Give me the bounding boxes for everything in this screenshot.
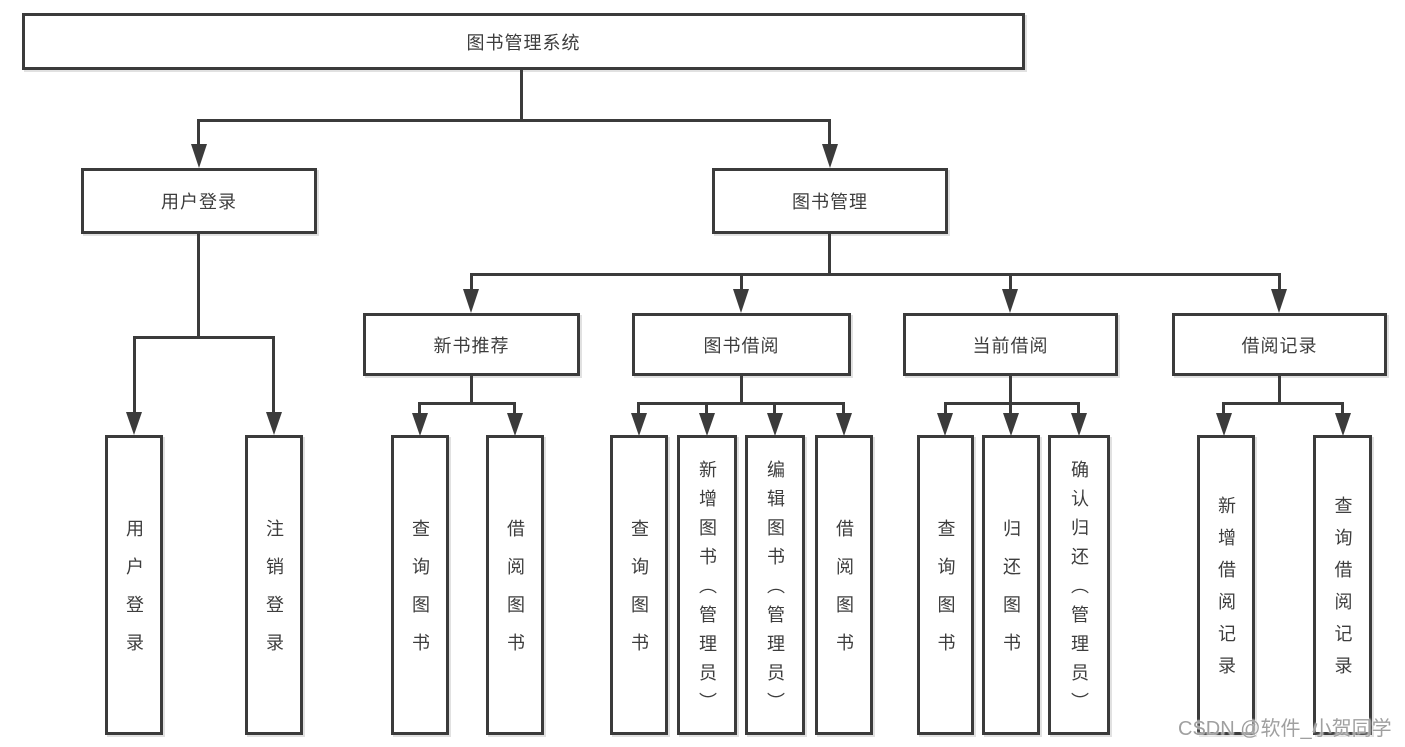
arrowhead-new-book-recommend xyxy=(463,289,479,313)
leaf-br-query-record-label: 查询借阅记录 xyxy=(1332,496,1353,688)
arrowhead-user-login xyxy=(191,144,207,168)
arrowhead-nb-query xyxy=(412,413,428,436)
connector-br-drop xyxy=(1278,376,1281,402)
node-book-borrowing: 图书借阅 xyxy=(632,313,851,376)
connector-to-bb-edit xyxy=(773,402,776,414)
connector-to-book-management xyxy=(828,119,831,146)
leaf-nb-query-books: 查询图书 xyxy=(391,435,449,735)
leaf-bb-add-books-admin-label: 新增图书（管理员） xyxy=(697,460,717,721)
leaf-login: 用户登录 xyxy=(105,435,163,735)
connector-to-cb-confirm xyxy=(1077,402,1080,414)
connector-to-nb-query xyxy=(418,402,421,414)
leaf-cb-return-books-label: 归还图书 xyxy=(1001,519,1021,671)
arrowhead-br-query xyxy=(1335,413,1351,436)
arrowhead-leaf-logout xyxy=(266,412,282,435)
connector-to-leaf-login xyxy=(133,336,136,413)
leaf-logout: 注销登录 xyxy=(245,435,303,735)
leaf-cb-query-books-label: 查询图书 xyxy=(935,519,956,671)
connector-user-login-drop xyxy=(197,234,200,336)
connector-book-management-drop xyxy=(828,234,831,273)
leaf-bb-query-books-label: 查询图书 xyxy=(629,519,649,671)
leaf-login-label: 用户登录 xyxy=(124,519,144,671)
leaf-bb-query-books: 查询图书 xyxy=(610,435,668,735)
connector-to-current-borrowing xyxy=(1009,273,1012,291)
connector-to-borrowing-records xyxy=(1278,273,1281,291)
connector-bb-drop xyxy=(740,376,743,402)
node-current-borrowing: 当前借阅 xyxy=(903,313,1118,376)
arrowhead-bb-query xyxy=(631,413,647,436)
connector-to-br-query xyxy=(1341,402,1344,414)
connector-br-bus xyxy=(1222,402,1342,405)
connector-nb-bus xyxy=(418,402,516,405)
leaf-nb-borrow-books: 借阅图书 xyxy=(486,435,544,735)
arrowhead-br-add xyxy=(1216,413,1232,436)
node-book-management-label: 图书管理 xyxy=(792,192,868,212)
connector-to-br-add xyxy=(1222,402,1225,414)
leaf-nb-query-books-label: 查询图书 xyxy=(410,519,430,671)
connector-to-leaf-logout xyxy=(272,336,275,413)
connector-cb-drop xyxy=(1009,376,1012,402)
node-book-borrowing-label: 图书借阅 xyxy=(703,335,780,356)
connector-level2-bus xyxy=(470,273,1281,276)
connector-to-cb-return xyxy=(1009,402,1012,414)
arrowhead-nb-borrow xyxy=(507,413,523,436)
connector-to-nb-borrow xyxy=(513,402,516,414)
node-new-book-recommend: 新书推荐 xyxy=(363,313,580,376)
node-borrowing-records-label: 借阅记录 xyxy=(1241,335,1318,356)
connector-to-book-borrowing xyxy=(740,273,743,291)
node-new-book-recommend-label: 新书推荐 xyxy=(433,335,510,356)
leaf-cb-confirm-return-admin: 确认归还（管理员） xyxy=(1048,435,1110,735)
arrowhead-current-borrowing xyxy=(1002,289,1018,313)
connector-nb-drop xyxy=(470,376,473,402)
arrowhead-borrowing-records xyxy=(1271,289,1287,313)
leaf-bb-add-books-admin: 新增图书（管理员） xyxy=(677,435,737,735)
connector-to-user-login xyxy=(197,119,200,146)
arrowhead-cb-return xyxy=(1003,413,1019,436)
connector-bb-bus xyxy=(637,402,844,405)
leaf-br-add-record: 新增借阅记录 xyxy=(1197,435,1255,735)
arrowhead-bb-add xyxy=(699,413,715,436)
leaf-bb-edit-books-admin-label: 编辑图书（管理员） xyxy=(765,460,785,721)
leaf-cb-query-books: 查询图书 xyxy=(917,435,974,735)
connector-to-new-book-recommend xyxy=(470,273,473,291)
connector-to-bb-add xyxy=(705,402,708,414)
node-borrowing-records: 借阅记录 xyxy=(1172,313,1387,376)
arrowhead-cb-query xyxy=(937,413,953,436)
arrowhead-book-management xyxy=(822,144,838,168)
leaf-bb-edit-books-admin: 编辑图书（管理员） xyxy=(745,435,805,735)
arrowhead-bb-borrow xyxy=(836,413,852,436)
leaf-bb-borrow-books-label: 借阅图书 xyxy=(834,519,854,671)
connector-to-cb-query xyxy=(944,402,947,414)
connector-level1-bus xyxy=(198,119,831,122)
arrowhead-leaf-login xyxy=(126,412,142,435)
connector-to-bb-query xyxy=(637,402,640,414)
connector-root-drop xyxy=(520,70,523,119)
leaf-logout-label: 注销登录 xyxy=(264,519,284,671)
connector-to-bb-borrow xyxy=(842,402,845,414)
node-user-login: 用户登录 xyxy=(81,168,317,234)
node-root: 图书管理系统 xyxy=(22,13,1025,70)
leaf-cb-confirm-return-admin-label: 确认归还（管理员） xyxy=(1069,460,1089,721)
node-current-borrowing-label: 当前借阅 xyxy=(972,335,1049,356)
node-root-label: 图书管理系统 xyxy=(466,32,581,53)
csdn-watermark: CSDN @软件_小贺同学 xyxy=(1178,718,1392,740)
leaf-nb-borrow-books-label: 借阅图书 xyxy=(505,519,525,671)
node-book-management: 图书管理 xyxy=(712,168,948,234)
node-user-login-label: 用户登录 xyxy=(161,192,237,212)
connector-user-login-bus xyxy=(133,336,275,339)
arrowhead-book-borrowing xyxy=(733,289,749,313)
arrowhead-bb-edit xyxy=(767,413,783,436)
arrowhead-cb-confirm xyxy=(1071,413,1087,436)
leaf-bb-borrow-books: 借阅图书 xyxy=(815,435,873,735)
leaf-cb-return-books: 归还图书 xyxy=(982,435,1040,735)
leaf-br-add-record-label: 新增借阅记录 xyxy=(1216,496,1236,688)
leaf-br-query-record: 查询借阅记录 xyxy=(1313,435,1372,735)
